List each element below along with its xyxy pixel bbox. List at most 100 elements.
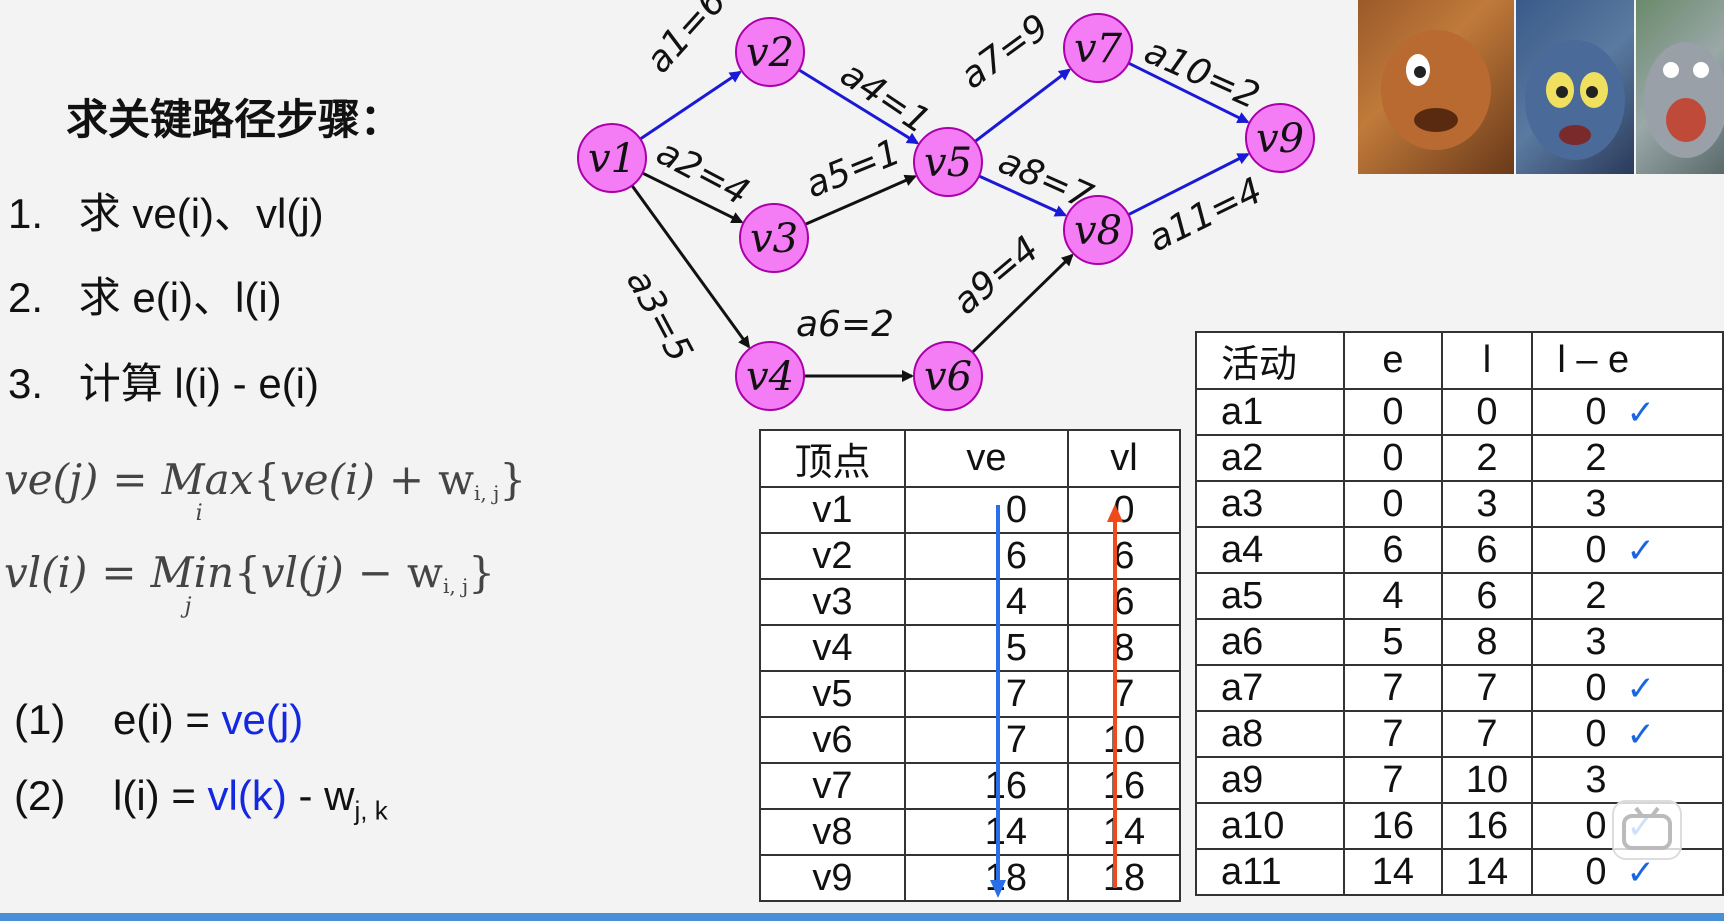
cell-value: a5 [1221,574,1264,617]
section-title: 求关键路径步骤： [66,96,403,143]
table-cell: 7 [1343,756,1443,804]
table-cell: 4 [1343,572,1443,620]
cell-value: 7 [1382,712,1404,755]
graph-edge-v7-v9 [1127,61,1250,124]
table-cell: 10 [1067,716,1181,764]
formula-function: Min [150,548,235,597]
table-cell: 6 [1440,526,1534,574]
vl-backward-arrow-head [1107,504,1123,522]
bilibili-tv-icon[interactable] [1612,800,1682,860]
edge-label: a6=2 [796,304,894,345]
table-cell: 3 [1531,756,1724,804]
formula-subscript: i [195,501,203,526]
equation-number: (1) [14,696,66,743]
equation-rhs: ve(j) [221,696,304,743]
cartoon-cat-thumbnail [1516,0,1634,174]
table-cell: 2 [1531,572,1724,620]
formula-lhs: ve(j) [4,455,99,504]
node-label: v9 [1256,116,1304,162]
table-cell: v3 [759,578,906,626]
graph-node-v8 [1063,195,1133,265]
formula-equals: = [112,455,148,504]
node-label: v3 [750,216,798,262]
table-cell: 0 [904,486,1069,534]
cell-value: 0 [1585,804,1607,847]
ve-forward-arrow-head [990,880,1006,898]
table-cell: 7 [1343,710,1443,758]
cell-value: 4 [1382,574,1404,617]
cell-value: 0 [1585,390,1607,433]
graph-edge-v6-v8 [971,253,1074,354]
table-cell: 16 [904,762,1069,810]
equation-rhs: vl(k) [207,772,287,819]
cell-value: 2 [1585,574,1607,617]
check-mark-icon: ✓ [1626,531,1656,570]
table-cell: 3 [1531,618,1724,666]
formula-brace: { [253,455,281,504]
header-cell: l [1440,331,1534,390]
table-cell: 16 [1067,762,1181,810]
formula-equals: = [101,548,137,597]
table-cell: 6 [904,532,1069,580]
table-cell: a10 [1194,802,1346,850]
cell-value: 3 [1585,758,1607,801]
cell-value: 16 [1371,804,1415,847]
table-cell: 0 [1343,480,1443,528]
cell-value: 0 [1585,850,1607,893]
table-cell: a7 [1194,664,1346,712]
node-label: v4 [746,354,794,400]
check-mark-icon: ✓ [1626,715,1656,754]
node-label: v1 [588,136,636,182]
formula-weight: w [406,548,443,597]
cell-value: 2 [1476,436,1498,479]
cell-value: 5 [1382,620,1404,663]
graph-node-v5 [913,127,983,197]
table-cell: 6 [1343,526,1443,574]
bottom-progress-bar [0,913,1724,921]
cell-value: 6 [1476,574,1498,617]
table-cell: 7 [1067,670,1181,718]
node-label: v6 [924,354,972,400]
cell-value: a8 [1221,712,1264,755]
table-cell: 2 [1440,434,1534,482]
table-cell: a5 [1194,572,1346,620]
cell-value: a3 [1221,482,1264,525]
formula-argument: ve(i) [280,455,375,504]
cell-value: 3 [1476,482,1498,525]
graph-edge-v3-v5 [804,174,917,226]
step-1: 1. 求 ve(i)、vl(j) [8,180,324,241]
table-cell: 5 [1343,618,1443,666]
cell-value: 16 [1465,804,1509,847]
table-cell: 14 [904,808,1069,856]
cell-value: a4 [1221,528,1264,571]
cell-value: 7 [1382,666,1404,709]
graph-edge-v1-v4 [630,184,751,349]
equation-number: (2) [14,772,66,819]
table-cell: 6 [1067,532,1181,580]
cell-value: a10 [1221,804,1285,847]
cell-value: a9 [1221,758,1264,801]
formula-subscript: j [184,594,192,619]
graph-node-v3 [739,203,809,273]
table-cell: 18 [1067,854,1181,902]
graph-node-v9 [1245,103,1315,173]
header-cell: 顶点 [759,429,906,488]
table-cell: a1 [1194,388,1346,436]
header-cell: 活动 [1194,331,1346,390]
table-cell: 7 [1440,664,1534,712]
formula-function: Max [161,455,254,504]
table-cell: 14 [1067,808,1181,856]
cell-value: 0 [1382,390,1404,433]
graph-node-v4 [735,341,805,411]
table-cell: 0✓ [1531,526,1724,574]
